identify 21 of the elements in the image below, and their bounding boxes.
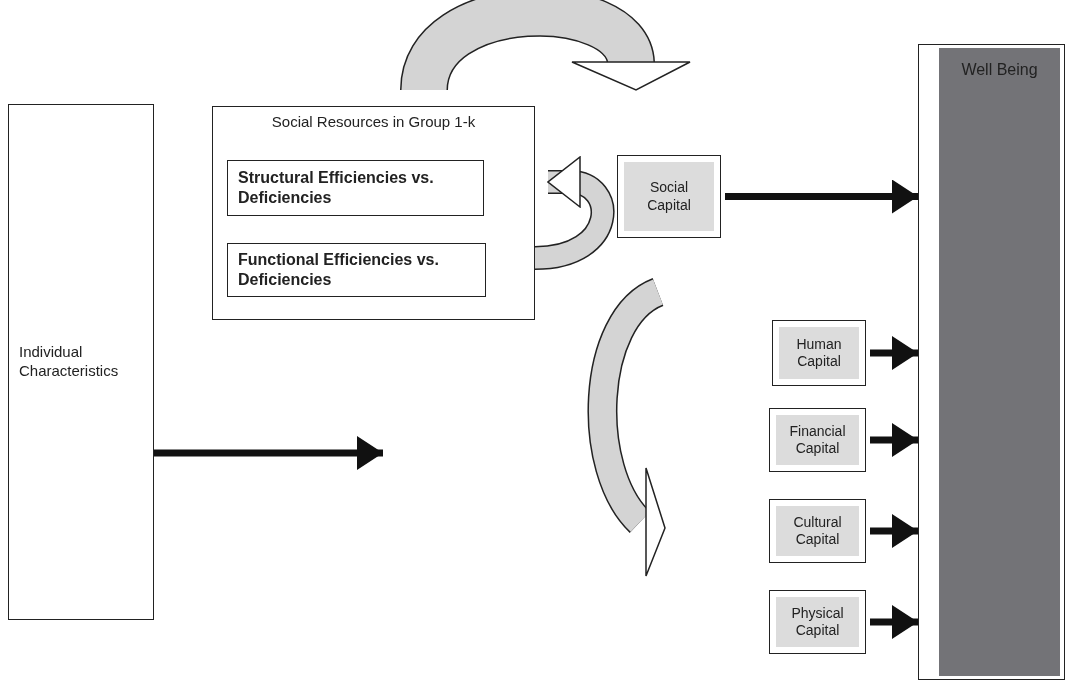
node-label: Functional Efficiencies vs. Deficiencies	[238, 250, 440, 290]
node-label: Human Capital	[779, 327, 859, 379]
group-box	[212, 106, 535, 320]
capital-box	[772, 320, 866, 386]
node-label: Well Being	[939, 48, 1060, 676]
curved-block-arrow	[534, 156, 615, 270]
node-label: Social Resources in Group 1-k	[271, 113, 476, 132]
node-label: Cultural Capital	[776, 506, 859, 556]
node-label: Individual Characteristics	[19, 343, 120, 381]
node-label: Social Capital	[624, 162, 714, 231]
process-box	[8, 104, 154, 620]
capital-box	[617, 155, 721, 238]
node-label: Structural Efficiencies vs. Deficiencies	[238, 168, 435, 208]
capital-box	[769, 408, 866, 472]
process-box	[227, 160, 484, 216]
capital-box	[769, 499, 866, 563]
process-box	[227, 243, 486, 297]
node-label: Financial Capital	[776, 415, 859, 465]
capital-box	[769, 590, 866, 654]
outcome-box	[918, 44, 1065, 680]
node-label: Physical Capital	[776, 597, 859, 647]
